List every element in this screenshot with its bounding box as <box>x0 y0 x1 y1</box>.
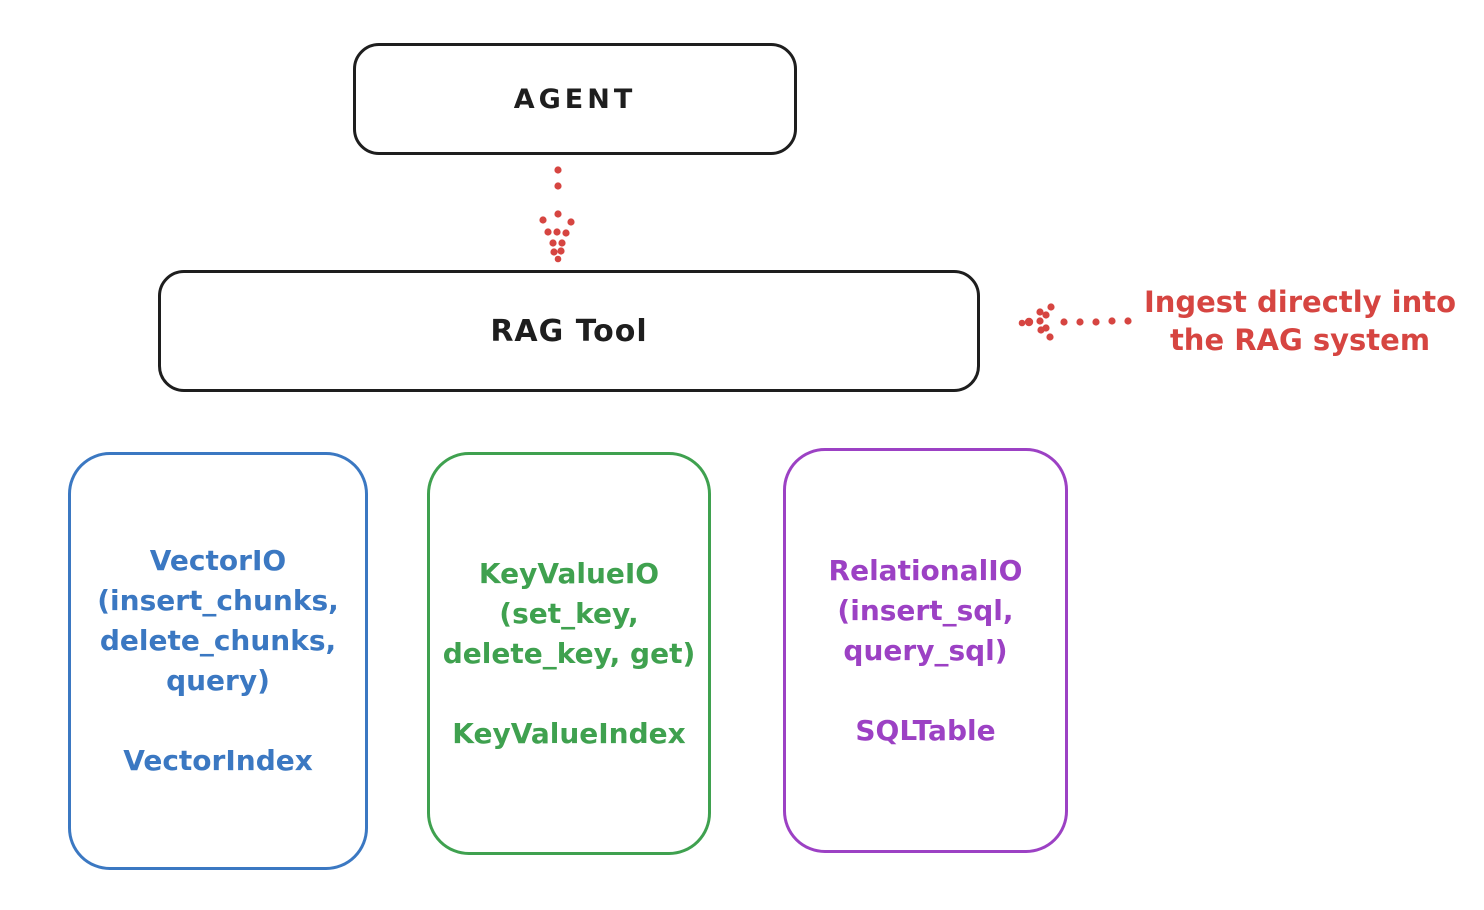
vector-io-method: (insert_chunks, <box>97 584 339 617</box>
ingest-annotation-line1: Ingest directly into <box>1143 285 1457 319</box>
keyvalue-io-index-label: KeyValueIndex <box>452 716 686 750</box>
rag-tool-box: RAG Tool <box>158 270 980 392</box>
relational-io-signature: RelationalIO (insert_sql, query_sql) <box>829 551 1023 671</box>
rag-tool-label: RAG Tool <box>490 313 648 349</box>
vector-io-index-label: VectorIndex <box>123 744 313 777</box>
ingest-annotation: Ingest directly into the RAG system <box>1128 283 1472 359</box>
agent-to-rag-arrow <box>539 166 575 263</box>
vector-io-method: query) <box>166 664 270 697</box>
agent-label: AGENT <box>513 83 637 115</box>
relational-io-method: query_sql) <box>843 633 1008 667</box>
keyvalue-io-title: KeyValueIO <box>478 556 660 590</box>
ingest-annotation-arrow <box>1018 303 1132 341</box>
keyvalue-io-box: KeyValueIO (set_key, delete_key, get) Ke… <box>427 452 711 855</box>
vector-io-signature: VectorIO (insert_chunks, delete_chunks, … <box>97 541 339 701</box>
relational-io-index-label: SQLTable <box>855 713 996 747</box>
ingest-annotation-line2: the RAG system <box>1169 323 1431 357</box>
keyvalue-io-method: (set_key, <box>499 596 639 630</box>
vector-io-box: VectorIO (insert_chunks, delete_chunks, … <box>68 452 368 870</box>
vector-io-title: VectorIO <box>149 544 287 577</box>
relational-io-title: RelationalIO <box>828 553 1023 587</box>
relational-io-method: (insert_sql, <box>837 593 1014 627</box>
relational-io-box: RelationalIO (insert_sql, query_sql) SQL… <box>783 448 1068 853</box>
vector-io-method: delete_chunks, <box>99 624 337 657</box>
keyvalue-io-signature: KeyValueIO (set_key, delete_key, get) <box>443 554 696 674</box>
agent-box: AGENT <box>353 43 797 155</box>
keyvalue-io-method: delete_key, get) <box>442 636 696 670</box>
